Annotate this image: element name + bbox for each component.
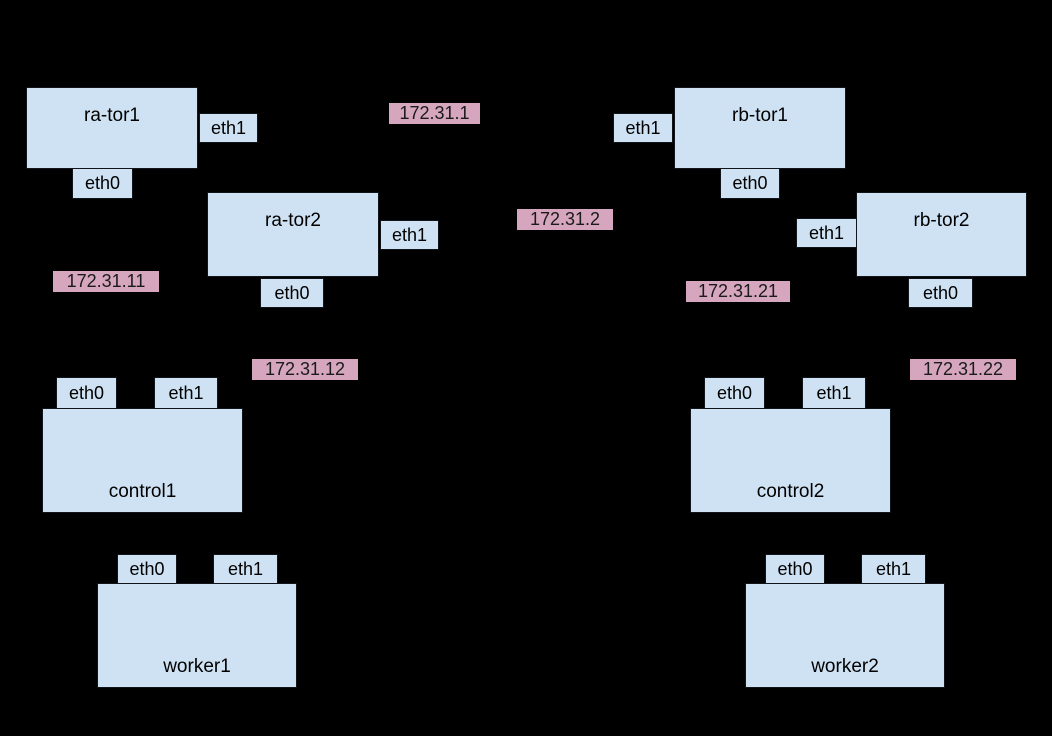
port-ra-tor2-eth0: eth0 [260, 278, 324, 308]
node-label: ra-tor1 [84, 105, 140, 126]
port-worker1-eth0: eth0 [117, 554, 177, 584]
node-ra-tor1: ra-tor1 [26, 87, 198, 169]
ip-label-172.31.22: 172.31.22 [910, 359, 1016, 380]
port-label: eth0 [922, 282, 959, 303]
port-control2-eth0: eth0 [704, 377, 765, 409]
port-worker1-eth1: eth1 [213, 554, 278, 584]
port-rb-tor1-eth0: eth0 [720, 168, 780, 199]
node-label: control1 [108, 481, 177, 502]
port-ra-tor1-eth1: eth1 [199, 113, 258, 143]
node-worker1: worker1 [97, 583, 297, 688]
node-rb-tor2: rb-tor2 [856, 192, 1027, 277]
port-label: eth1 [808, 222, 845, 243]
port-rb-tor2-eth1: eth1 [796, 218, 857, 248]
port-label: eth1 [391, 224, 428, 245]
node-label: ra-tor2 [265, 210, 321, 231]
port-label: eth1 [210, 117, 247, 138]
port-worker2-eth0: eth0 [765, 554, 825, 584]
port-ra-tor2-eth1: eth1 [380, 220, 439, 250]
port-label: eth0 [129, 558, 165, 579]
ip-label-172.31.2: 172.31.2 [517, 209, 613, 230]
port-label: eth0 [732, 173, 768, 193]
ip-label-172.31.21: 172.31.21 [686, 281, 790, 302]
port-rb-tor1-eth1: eth1 [613, 113, 673, 143]
port-label: eth1 [227, 558, 264, 579]
port-control2-eth1: eth1 [802, 377, 866, 409]
port-label: eth0 [84, 173, 121, 193]
port-label: eth1 [168, 382, 204, 403]
port-label: eth1 [816, 382, 852, 403]
node-ra-tor2: ra-tor2 [207, 192, 379, 277]
ip-label-172.31.11: 172.31.11 [53, 271, 159, 292]
port-control1-eth0: eth0 [56, 377, 117, 409]
ip-label-172.31.1: 172.31.1 [389, 103, 480, 124]
node-label: worker1 [163, 656, 231, 677]
port-rb-tor2-eth0: eth0 [908, 278, 973, 308]
node-control1: control1 [42, 408, 243, 513]
port-label: eth0 [716, 382, 753, 403]
port-label: eth0 [274, 282, 310, 303]
ip-label-172.31.12: 172.31.12 [252, 359, 358, 380]
port-ra-tor1-eth0: eth0 [72, 168, 133, 199]
port-label: eth1 [625, 117, 661, 138]
port-label: eth0 [68, 382, 105, 403]
node-label: rb-tor1 [732, 105, 788, 126]
port-label: eth1 [875, 558, 912, 579]
port-label: eth0 [777, 558, 813, 579]
node-rb-tor1: rb-tor1 [674, 87, 846, 169]
node-worker2: worker2 [745, 583, 945, 688]
port-worker2-eth1: eth1 [861, 554, 926, 584]
node-label: control2 [756, 481, 825, 502]
port-control1-eth1: eth1 [154, 377, 218, 409]
node-label: rb-tor2 [913, 210, 970, 231]
node-label: worker2 [811, 656, 879, 677]
node-control2: control2 [690, 408, 891, 513]
